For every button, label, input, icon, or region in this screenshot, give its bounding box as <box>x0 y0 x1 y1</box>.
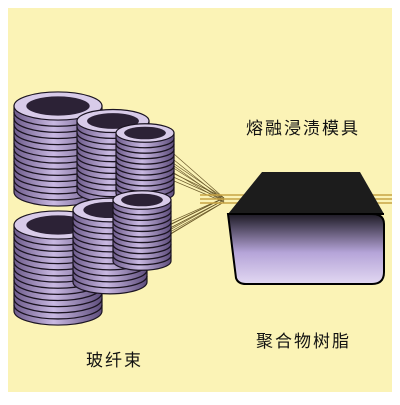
spool-winding <box>115 149 175 160</box>
fiber-strand <box>173 165 225 203</box>
spool-winding <box>115 165 175 176</box>
spool-winding <box>112 255 172 266</box>
spool-winding <box>115 160 175 171</box>
spool-winding <box>112 249 172 260</box>
spool-winding <box>115 138 175 149</box>
spool-winding <box>112 244 172 255</box>
die-body <box>226 213 385 285</box>
fiber-spool <box>115 123 175 203</box>
spool-winding <box>115 143 175 154</box>
fiber-spools <box>13 91 175 326</box>
spool-winding <box>115 176 175 187</box>
resin-label: 聚合物树脂 <box>256 332 351 352</box>
die-top-face <box>228 172 384 214</box>
spool-core <box>26 96 90 116</box>
impregnation-die <box>226 172 385 285</box>
spool-winding <box>112 233 172 244</box>
spool-winding <box>72 269 148 283</box>
spool-winding <box>112 222 172 233</box>
spool-core <box>87 113 139 129</box>
spool-winding <box>72 275 148 289</box>
spool-core <box>124 126 166 140</box>
fiber-strand <box>170 201 225 234</box>
spool-winding <box>112 238 172 249</box>
fiber-strand <box>170 199 225 228</box>
fiber-strand <box>170 197 225 222</box>
spool-winding <box>13 292 103 308</box>
fiber-strand <box>173 153 225 199</box>
spool-winding <box>112 216 172 227</box>
spool-winding <box>13 304 103 320</box>
spool-winding <box>112 227 172 238</box>
spool-winding <box>115 154 175 165</box>
die-label: 熔融浸渍模具 <box>246 119 360 139</box>
spool-winding <box>115 171 175 182</box>
fiber-label: 玻纤束 <box>86 351 143 371</box>
spool-core <box>121 193 163 207</box>
fiber-spool <box>112 190 172 271</box>
spool-winding <box>112 205 172 216</box>
spool-winding <box>13 298 103 314</box>
spool-winding <box>112 210 172 221</box>
fiber-strand <box>173 159 225 201</box>
